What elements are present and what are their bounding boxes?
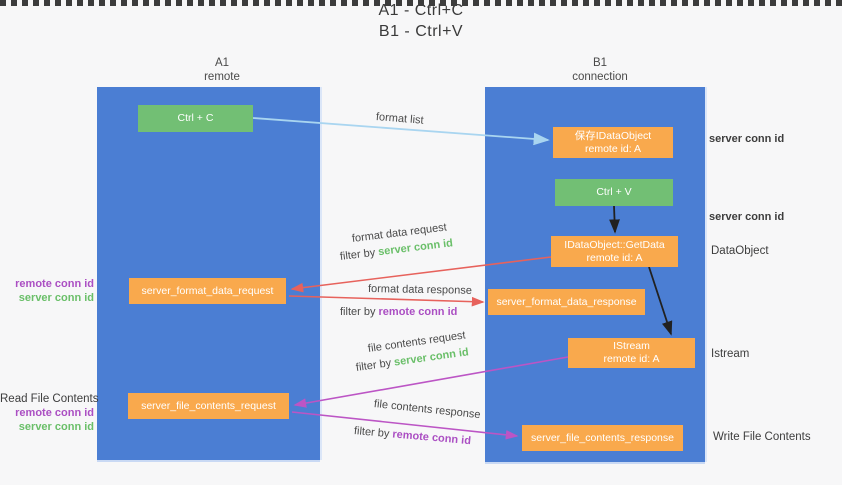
node-format-response-label: server_format_data_response bbox=[496, 295, 637, 308]
node-server-file-contents-request: server_file_contents_request bbox=[128, 393, 289, 419]
lane-b1-role: connection bbox=[572, 71, 628, 83]
annotation-dataobject: DataObject bbox=[711, 245, 769, 257]
node-server-file-contents-response: server_file_contents_response bbox=[522, 425, 683, 451]
node-file-response-label: server_file_contents_response bbox=[530, 431, 674, 444]
remote-conn-id-text: remote conn id bbox=[391, 428, 472, 448]
node-getdata-line1: IDataObject::GetData bbox=[564, 238, 665, 251]
annotation-istream: Istream bbox=[711, 348, 750, 360]
label-format-list: format list bbox=[375, 111, 425, 127]
node-istream: IStream remote id: A bbox=[568, 338, 695, 368]
annotation-read-file-contents: Read File Contents bbox=[0, 393, 99, 405]
label-file-contents-response-filter: filter by remote conn id bbox=[353, 425, 471, 447]
annotation-format-remote-conn-id: remote conn id bbox=[15, 278, 94, 290]
node-ctrl-c-label: Ctrl + C bbox=[177, 112, 214, 124]
annotation-server-conn-id-mid: server conn id bbox=[709, 211, 785, 223]
annotation-server-conn-id-top: server conn id bbox=[709, 133, 785, 145]
node-save-idataobject-line1: 保存IDataObject bbox=[574, 129, 652, 142]
title-line-2: B1 - Ctrl+V bbox=[378, 23, 464, 40]
annotation-file-server-conn-id: server conn id bbox=[18, 421, 94, 433]
label-format-data-response-filter: filter by remote conn id bbox=[340, 306, 457, 318]
label-format-data-response: format data response bbox=[367, 283, 473, 297]
filter-by-text: filter by bbox=[353, 425, 393, 441]
remote-conn-id-text: remote conn id bbox=[378, 306, 458, 318]
node-istream-line2: remote id: A bbox=[603, 353, 660, 365]
node-ctrl-c: Ctrl + C bbox=[138, 105, 253, 132]
annotation-file-remote-conn-id: remote conn id bbox=[15, 407, 94, 419]
lane-b1-name: B1 bbox=[592, 57, 608, 69]
lane-header-a1: A1 remote bbox=[152, 56, 292, 84]
node-save-idataobject-line2: remote id: A bbox=[584, 142, 642, 155]
lane-header-b1: B1 connection bbox=[530, 56, 670, 84]
node-server-format-data-request: server_format_data_request bbox=[129, 278, 286, 304]
node-ctrl-v: Ctrl + V bbox=[555, 179, 673, 206]
annotation-format-server-conn-id: server conn id bbox=[18, 292, 94, 304]
node-istream-line1: IStream bbox=[613, 340, 650, 352]
label-file-contents-response: file contents response bbox=[373, 398, 482, 422]
node-format-request-label: server_format_data_request bbox=[141, 284, 274, 297]
annotation-write-file-contents: Write File Contents bbox=[713, 431, 811, 443]
node-server-format-data-response: server_format_data_response bbox=[488, 289, 645, 315]
title-line-1: A1 - Ctrl+C bbox=[378, 2, 464, 19]
diagram-title: A1 - Ctrl+C B1 - Ctrl+V bbox=[0, 0, 842, 42]
filter-by-text: filter by bbox=[340, 306, 379, 318]
node-save-idataobject: 保存IDataObject remote id: A bbox=[553, 127, 673, 158]
lane-a1-name: A1 bbox=[214, 57, 230, 69]
copy-paste-divider-line bbox=[0, 0, 842, 6]
node-ctrl-v-label: Ctrl + V bbox=[596, 186, 632, 198]
filter-by-text: filter by bbox=[355, 356, 395, 374]
annotation-format-conn-ids: remote conn id server conn id bbox=[0, 277, 94, 305]
node-getdata-line2: remote id: A bbox=[586, 251, 643, 264]
annotation-file-conn-ids: Read File Contents remote conn id server… bbox=[0, 392, 99, 434]
lane-a1-role: remote bbox=[204, 71, 240, 83]
node-file-request-label: server_file_contents_request bbox=[141, 399, 276, 412]
filter-by-text: filter by bbox=[339, 246, 379, 263]
node-idataobject-getdata: IDataObject::GetData remote id: A bbox=[551, 236, 678, 267]
